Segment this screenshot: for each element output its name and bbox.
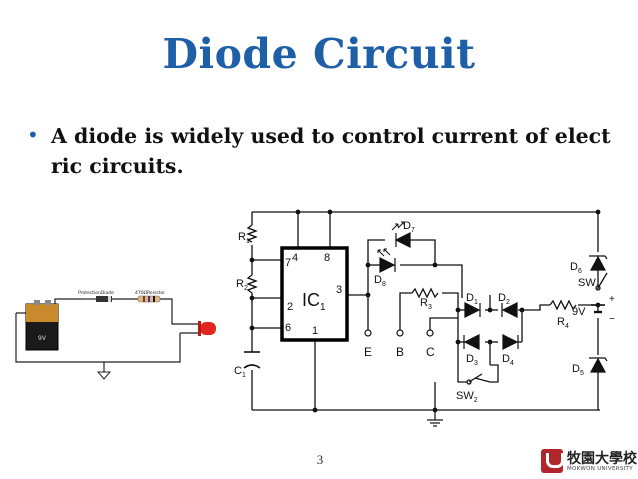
protection-diode-label: ProtectionDiode <box>78 290 114 296</box>
ground-icon <box>427 410 443 427</box>
d2-diode-icon <box>501 302 518 318</box>
supply-label: 9V <box>572 306 586 318</box>
terminal-c-label: C <box>426 345 435 359</box>
r4-label: R4 <box>557 316 569 330</box>
terminal-e-label: E <box>364 345 372 359</box>
battery-label: 9V <box>38 335 47 342</box>
resistor-label: 470ΩResistor <box>135 290 165 296</box>
pin-label: 6 <box>285 322 291 334</box>
d2-label: D2 <box>498 292 510 306</box>
slide-title: Diode Circuit <box>162 30 476 78</box>
terminal-b <box>396 329 404 337</box>
battery-9v-icon <box>591 304 605 314</box>
r2-resistor-icon <box>246 274 258 294</box>
page-number: 3 <box>316 452 324 467</box>
d1-label: D1 <box>466 292 478 306</box>
r1-resistor-icon <box>246 224 258 243</box>
university-emblem-icon <box>541 449 564 473</box>
d5-label: D5 <box>572 363 584 377</box>
d7-diode-icon <box>394 232 411 248</box>
minus-sign: − <box>609 314 615 325</box>
r4-resistor-icon <box>549 299 577 311</box>
d3-diode-icon <box>463 334 480 350</box>
pin-label: 8 <box>324 252 330 264</box>
pin-label: 4 <box>292 252 298 264</box>
bullet-dot-icon: • <box>27 123 39 147</box>
d6-label: D6 <box>570 261 582 275</box>
university-subtitle: MOKWON UNIVERSITY <box>567 466 633 472</box>
r3-resistor-icon <box>411 287 439 299</box>
sw1-switch-icon <box>595 272 608 291</box>
protection-diode-icon <box>96 296 112 302</box>
r2-label: R2 <box>236 278 248 292</box>
d3-label: D3 <box>466 353 478 367</box>
d8-diode-icon <box>379 257 396 273</box>
c1-capacitor-icon <box>243 351 261 369</box>
sw1-label: SW1 <box>578 277 600 291</box>
led-icon <box>198 321 216 336</box>
c1-label: C1 <box>234 365 246 379</box>
pin-label: 3 <box>336 284 342 296</box>
university-name: 牧園大學校 <box>567 451 637 467</box>
battery-icon: 9V <box>25 300 59 351</box>
d4-diode-icon <box>502 334 519 350</box>
pin-label: 1 <box>312 325 318 337</box>
d6-zener-icon <box>589 255 607 271</box>
d5-zener-icon <box>589 357 607 373</box>
pin-label: 7 <box>285 257 291 269</box>
bullet-text: A diode is widely used to control curren… <box>51 124 611 178</box>
resistor-icon <box>137 295 161 303</box>
r1-label: R1 <box>238 231 250 245</box>
d4-label: D4 <box>502 353 514 367</box>
ic1-chip <box>280 246 349 342</box>
d1-diode-icon <box>464 302 481 318</box>
terminal-b-label: B <box>396 345 404 359</box>
d8-label: D8 <box>374 274 386 288</box>
terminal-e <box>364 329 372 337</box>
ic-label: IC1 <box>302 290 326 313</box>
university-logo: 牧園大學校 MOKWON UNIVERSITY <box>541 448 637 476</box>
r3-label: R3 <box>420 297 432 311</box>
terminal-c <box>426 329 434 337</box>
sw2-switch-icon <box>466 373 483 385</box>
pin-label: 2 <box>287 301 293 313</box>
sw2-label: SW2 <box>456 390 478 404</box>
d7-label: D7 <box>403 220 415 234</box>
plus-sign: + <box>609 294 615 305</box>
